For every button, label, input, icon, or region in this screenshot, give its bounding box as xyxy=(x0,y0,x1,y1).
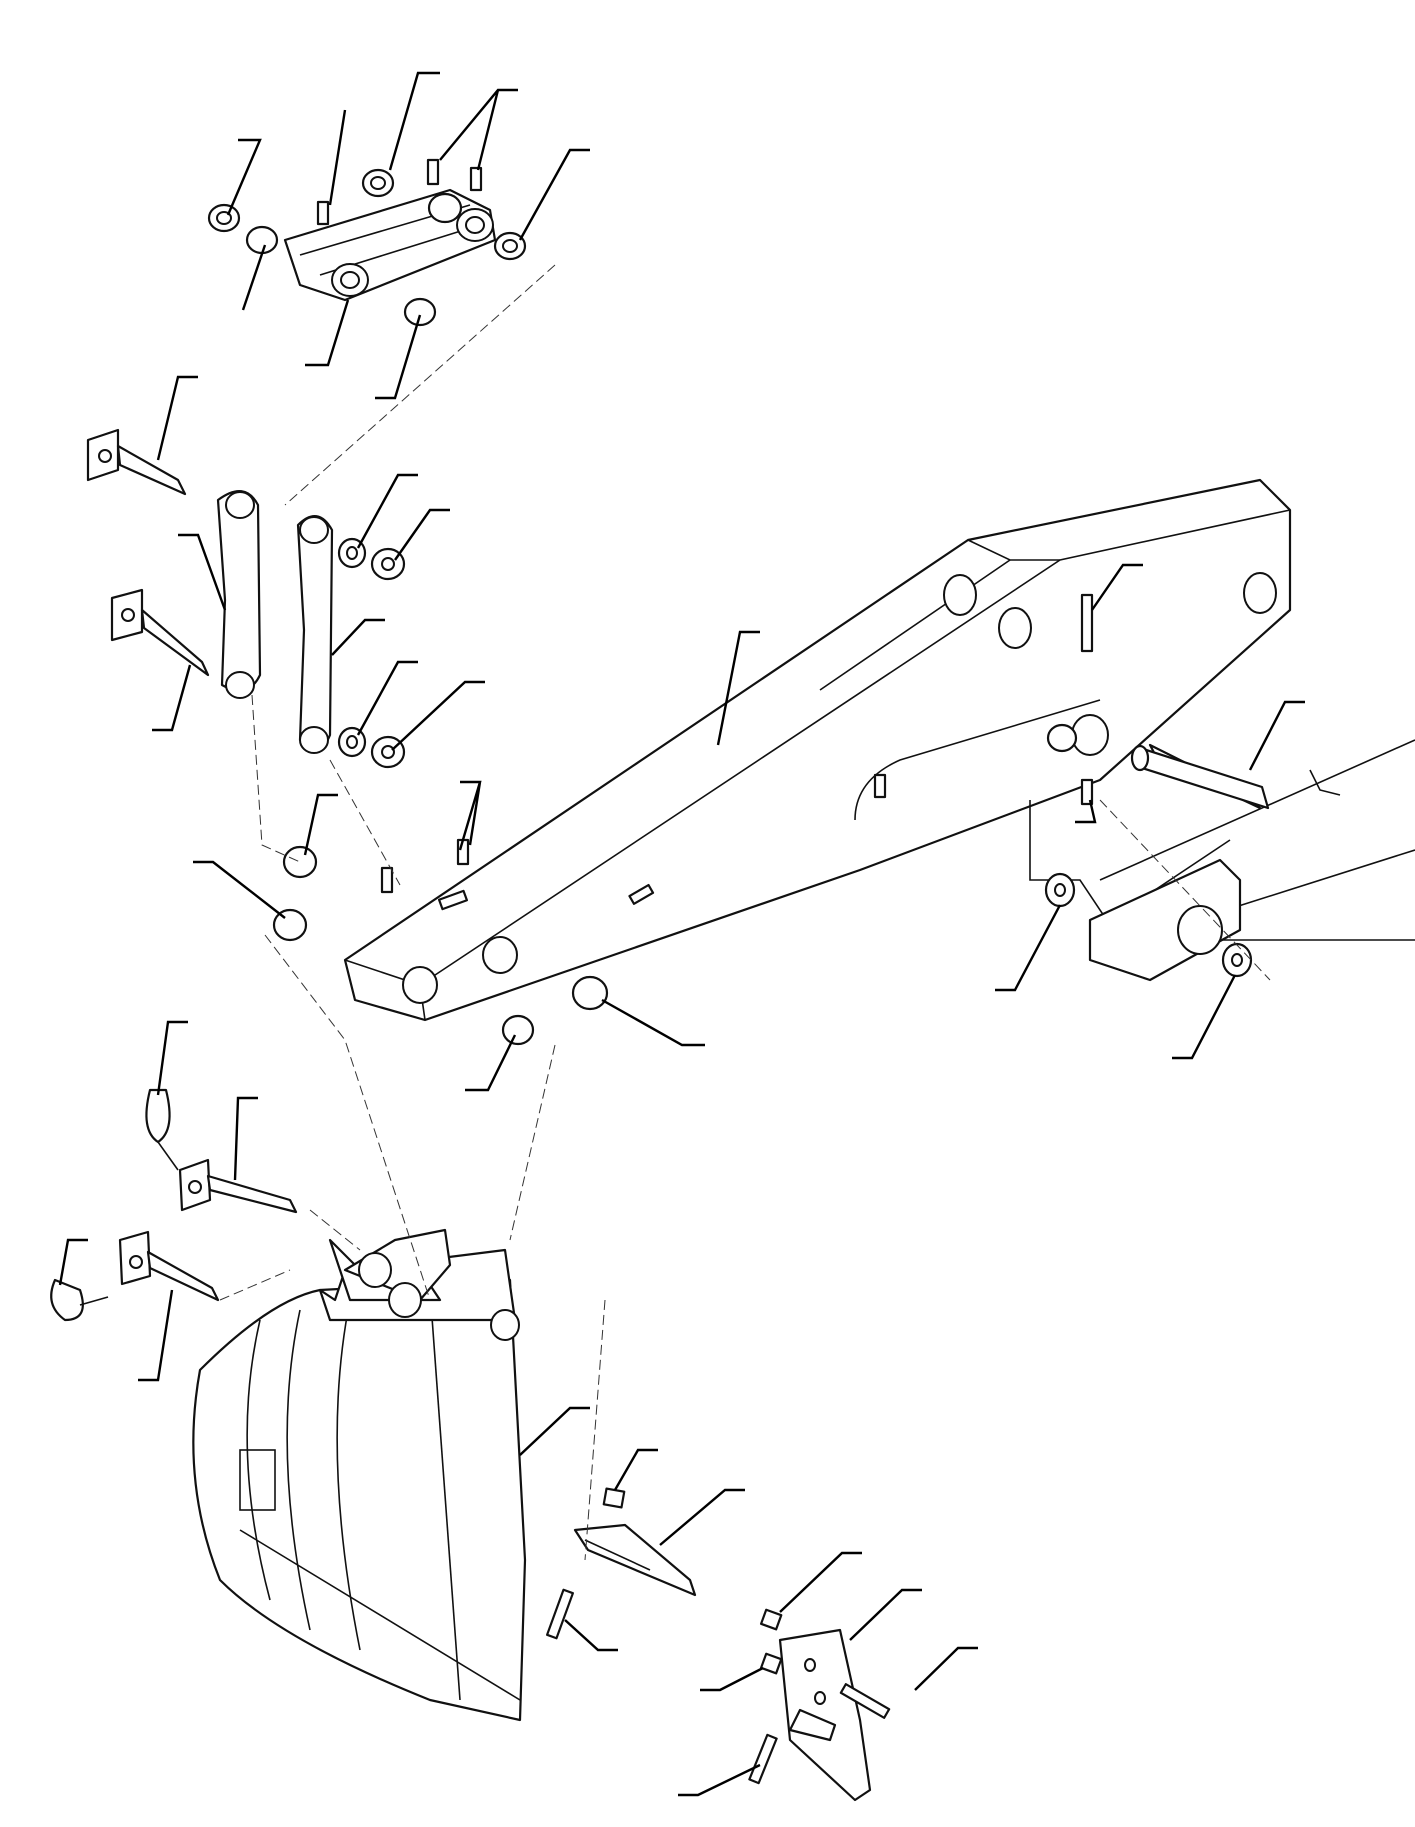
assembly-guide-lines xyxy=(219,264,1271,1561)
nut-icon xyxy=(370,547,406,769)
boom-pivot-pin xyxy=(1130,744,1270,810)
side-cutter-upper xyxy=(545,1487,697,1640)
bucket-pin-lower xyxy=(118,1230,220,1302)
rocker-link-right xyxy=(296,515,334,754)
rocker-pin-upper xyxy=(86,428,187,496)
washer-icon xyxy=(337,537,367,758)
bucket-pin-upper xyxy=(178,1158,298,1214)
grease-nipple-icon xyxy=(316,158,483,226)
bushing-icon xyxy=(272,723,1078,1046)
dipper-arm xyxy=(343,478,1292,1022)
grease-nipple-icon xyxy=(380,593,1094,894)
bucket xyxy=(192,1228,527,1722)
rocker-pin-lower xyxy=(110,588,210,677)
side-cutter-lower xyxy=(748,1608,891,1802)
linkage-cross-tube xyxy=(283,188,497,302)
linch-pin-icon xyxy=(50,1088,179,1322)
callout-leaders xyxy=(58,71,1305,1797)
bushing-icon xyxy=(207,168,527,327)
rocker-link-left xyxy=(216,490,262,699)
